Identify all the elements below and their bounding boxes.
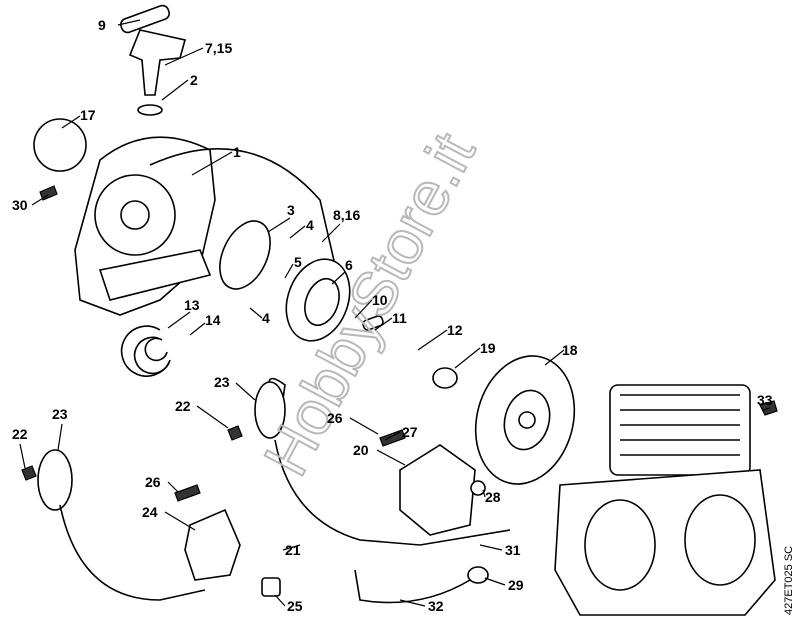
leader-line [417, 329, 448, 351]
leader-line [284, 263, 294, 279]
callout-label: 17 [80, 107, 96, 123]
callout-label: 6 [345, 257, 353, 273]
callout-label: 23 [214, 374, 230, 390]
leader-line [189, 322, 206, 336]
drawing-code: 427ET025 SC [783, 546, 795, 615]
callout-label: 20 [353, 442, 369, 458]
callout-label: 4 [306, 217, 314, 233]
starter-grip [120, 4, 186, 116]
callout-label: 7,15 [205, 40, 232, 56]
screw-26b [174, 484, 201, 502]
leader-line [479, 544, 503, 551]
callout-label: 32 [428, 598, 444, 614]
leader-line [544, 349, 565, 366]
short-circuit-wire [274, 439, 511, 546]
leader-line [762, 407, 771, 411]
callout-label: 2 [190, 72, 198, 88]
callout-label: 9 [98, 17, 106, 33]
spring-22a [227, 425, 243, 441]
leader-line [384, 431, 401, 441]
starter-rope [149, 148, 336, 266]
ignition-lead [59, 504, 206, 601]
callout-label: 5 [294, 254, 302, 270]
ground-wire [354, 569, 471, 604]
callout-label: 19 [480, 340, 496, 356]
callout-label: 21 [285, 542, 301, 558]
callout-label: 4 [262, 310, 270, 326]
callout-label: 13 [184, 297, 200, 313]
leader-line [376, 449, 406, 466]
screw-26a [379, 429, 406, 447]
callout-label: 23 [52, 406, 68, 422]
leader-line [374, 317, 393, 331]
leader-line [321, 223, 341, 243]
leader-line [167, 311, 191, 329]
leader-line [484, 577, 506, 586]
leader-line [331, 271, 346, 285]
flywheel [474, 355, 576, 485]
leader-line [167, 481, 179, 493]
grommet [467, 566, 489, 584]
callout-label: 12 [447, 322, 463, 338]
leader-line [31, 194, 49, 206]
callout-label: 30 [12, 197, 28, 213]
washer [470, 480, 486, 496]
leader-line [235, 382, 256, 401]
callout-label: 29 [508, 577, 524, 593]
leader-line [164, 511, 196, 531]
ignition-module-left [37, 449, 281, 597]
callout-label: 14 [205, 312, 221, 328]
cylinder-crankcase [554, 384, 776, 616]
rewind-spring [120, 325, 171, 377]
leader-line [354, 299, 373, 319]
leader-line [196, 405, 229, 429]
fan-housing [74, 136, 216, 316]
callout-label: 8,16 [333, 207, 360, 223]
leader-line [399, 599, 426, 607]
leader-line [249, 307, 263, 319]
cover-disc [33, 118, 87, 172]
callout-label: 25 [287, 598, 303, 614]
ignition-module-right [254, 377, 476, 536]
callout-label: 1 [233, 144, 241, 160]
callout-label: 31 [505, 542, 521, 558]
leader-line [117, 19, 141, 26]
leader-line [282, 544, 301, 551]
leader-line [349, 417, 379, 435]
pawl-carrier [219, 220, 271, 290]
callout-label: 26 [327, 410, 343, 426]
callout-label: 27 [402, 424, 418, 440]
leader-line [454, 347, 481, 369]
callout-label: 18 [562, 342, 578, 358]
callout-label: 33 [757, 392, 773, 408]
leader-line [267, 217, 291, 233]
leader-line [482, 489, 486, 498]
callout-label: 22 [175, 398, 191, 414]
leader-line [191, 151, 233, 176]
pin [362, 315, 384, 331]
callout-label: 3 [287, 202, 295, 218]
callout-label: 10 [372, 292, 388, 308]
rope-rotor [285, 258, 351, 342]
callout-label: 24 [142, 504, 158, 520]
leader-line [164, 47, 204, 66]
leader-line [57, 423, 63, 451]
nut [432, 367, 458, 389]
callout-label: 11 [392, 310, 407, 326]
callout-label: 22 [12, 426, 28, 442]
spring-22b [21, 465, 37, 481]
leader-line [289, 225, 306, 239]
screw [39, 185, 58, 201]
leader-line [19, 443, 26, 469]
leader-line [161, 79, 189, 101]
leader-line [274, 594, 286, 607]
leader-line [61, 115, 81, 129]
callout-label: 26 [145, 474, 161, 490]
callout-label: 28 [485, 489, 501, 505]
